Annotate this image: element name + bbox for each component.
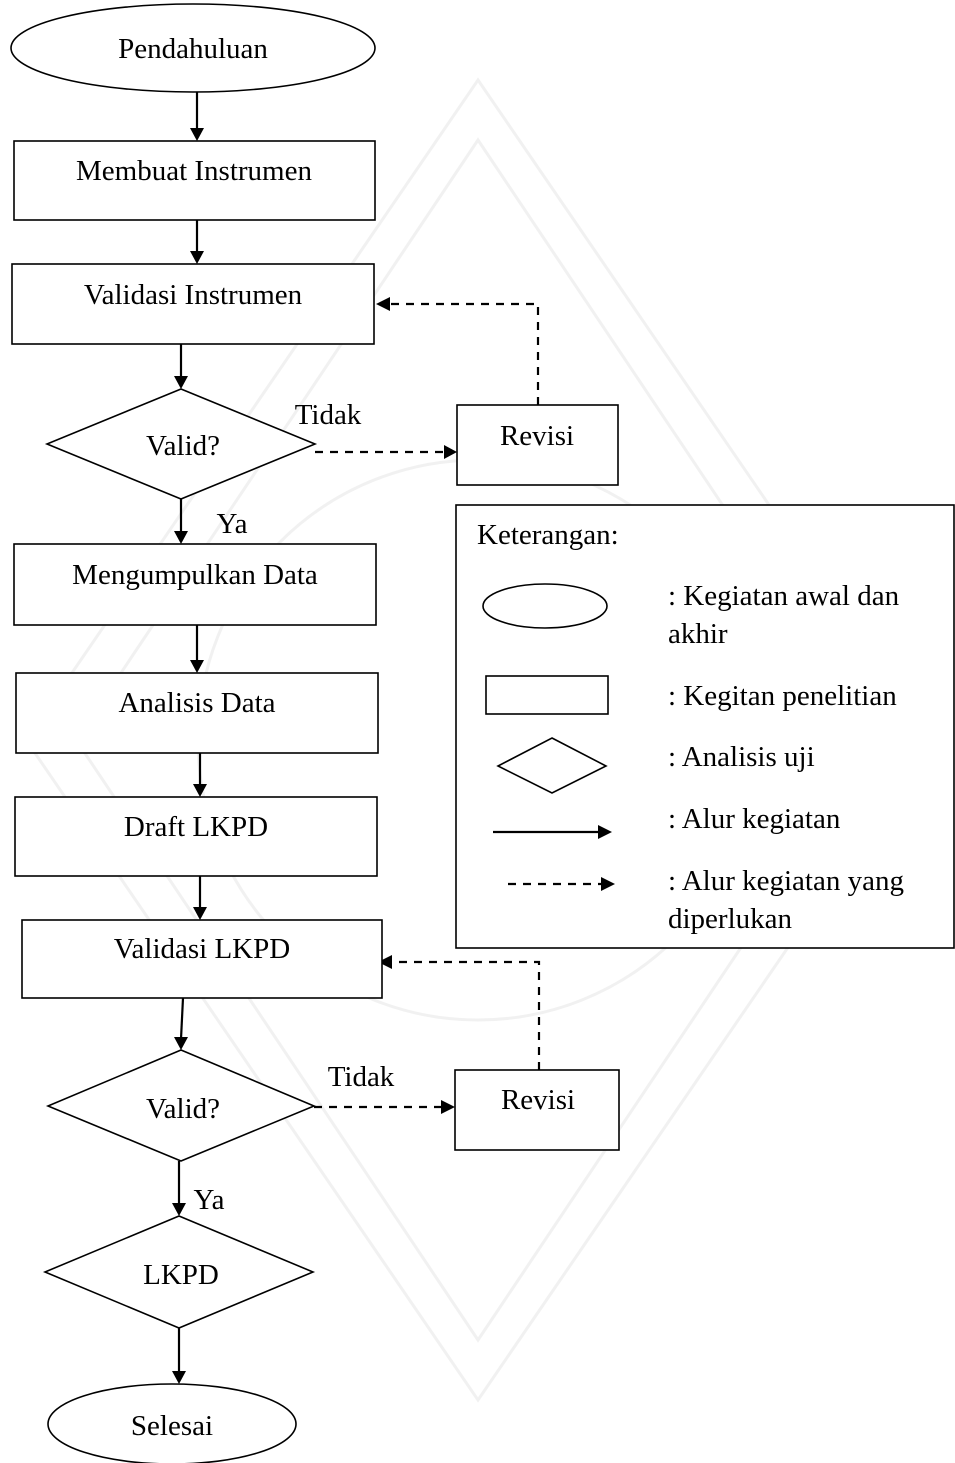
legend-dashed-text-2: diperlukan [668, 903, 793, 935]
legend-rect-icon [485, 675, 609, 715]
end-label: Selesai [131, 1410, 213, 1442]
legend-title: Keterangan: [477, 519, 619, 551]
connector-start-to-make [190, 92, 204, 141]
connector-draft-to-validate-lkpd [193, 876, 207, 920]
collect-data-box: Mengumpulkan Data [13, 543, 377, 626]
decision-1: Valid? [44, 388, 318, 500]
make-instrument-box: Membuat Instrumen [13, 140, 376, 221]
end-node: Selesai [47, 1383, 297, 1463]
analyze-data-box: Analisis Data [15, 672, 379, 754]
decision-1-label: Valid? [146, 430, 220, 462]
revision-2-label: Revisi [501, 1084, 575, 1116]
connector-validate-lkpd-to-decision2 [174, 997, 188, 1050]
legend-diamond-icon [496, 737, 608, 794]
legend-dashed-arrow-icon [508, 877, 615, 891]
collect-data-label: Mengumpulkan Data [72, 559, 318, 591]
legend-arrow-text: : Alur kegiatan [668, 803, 841, 835]
legend-box: Keterangan: : Kegiatan awal dan akhir : … [455, 504, 955, 949]
legend-oval-text-2: akhir [668, 618, 728, 650]
connector-analyze-to-draft [193, 753, 207, 797]
revision-1-label: Revisi [500, 420, 574, 452]
start-node: Pendahuluan [10, 3, 376, 93]
dashed-connector-revisi1-to-validate [376, 297, 540, 405]
legend-dashed-text-1: : Alur kegiatan yang [668, 865, 904, 897]
legend-oval-icon [482, 583, 608, 629]
yes-label-1: Ya [217, 508, 248, 540]
legend-diamond-text: : Analisis uji [668, 741, 815, 773]
validate-lkpd-box: Validasi LKPD [21, 919, 383, 999]
validate-instrument-label: Validasi Instrumen [84, 279, 303, 311]
connector-decision2-to-lkpd [172, 1161, 186, 1216]
analyze-data-label: Analisis Data [118, 687, 275, 719]
start-label: Pendahuluan [118, 33, 268, 65]
revision-1-box: Revisi [456, 404, 619, 486]
no-label-1: Tidak [295, 399, 362, 431]
connector-validate-to-decision1 [174, 344, 188, 389]
legend-rect-text: : Kegitan penelitian [668, 680, 897, 712]
make-instrument-label: Membuat Instrumen [76, 155, 312, 187]
lkpd-decision: LKPD [42, 1215, 316, 1329]
no-label-2: Tidak [328, 1061, 395, 1093]
connector-decision1-to-collect [174, 499, 188, 544]
dashed-connector-decision1-to-revisi1 [315, 445, 457, 459]
draft-lkpd-box: Draft LKPD [14, 796, 378, 877]
connector-collect-to-analyze [190, 625, 204, 673]
dashed-connector-revisi2-to-validate-lkpd [378, 955, 541, 1070]
decision-2: Valid? [45, 1049, 317, 1162]
connector-make-to-validate [190, 220, 204, 264]
revision-2-box: Revisi [454, 1069, 620, 1151]
connector-lkpd-to-end [172, 1328, 186, 1384]
dashed-connector-decision2-to-revisi2 [314, 1100, 455, 1114]
decision-2-label: Valid? [146, 1093, 220, 1125]
legend-arrow-icon [493, 825, 612, 839]
legend-oval-text-1: : Kegiatan awal dan [668, 580, 900, 612]
lkpd-label: LKPD [143, 1259, 219, 1291]
draft-lkpd-label: Draft LKPD [124, 811, 268, 843]
yes-label-2: Ya [194, 1184, 225, 1216]
validate-instrument-box: Validasi Instrumen [11, 263, 375, 345]
validate-lkpd-label: Validasi LKPD [114, 933, 290, 965]
